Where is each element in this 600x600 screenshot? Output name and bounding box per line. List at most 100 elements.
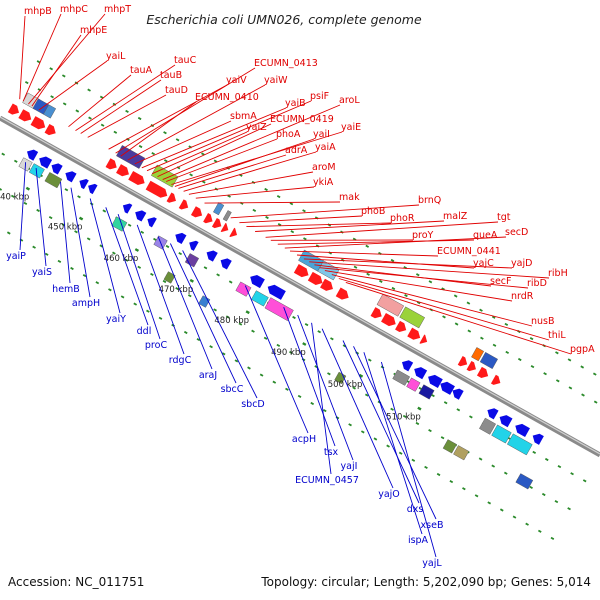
reverse-gene-arrow [135,210,147,222]
gene-leader-line [80,79,162,134]
tick-mark [44,252,49,256]
tick-mark [327,372,331,376]
forward-gene-arrow [30,116,46,130]
reverse-gene-label: ampH [72,298,100,309]
forward-gene-label: adrA [285,145,308,156]
tick-mark [532,450,537,454]
forward-gene-label: yaiL [106,51,126,62]
gene-leader-line [146,100,312,172]
forward-gene-label: tauC [174,55,197,66]
gene-leader-line [195,186,315,199]
tick-mark [252,208,257,212]
tick-mark [247,366,251,370]
tick-mark [304,323,309,327]
gene-leader-line [120,101,197,157]
gene-leader-line [19,15,26,100]
reverse-gene-label: yajL [422,558,442,569]
forward-gene-label: queA [473,230,498,241]
gene-leader-line [19,162,27,251]
tick-mark [499,508,504,512]
tick-mark [328,251,333,255]
feature-box [376,293,405,317]
gene-leader-line [68,74,132,128]
tick-mark [158,316,163,320]
tick-mark [453,294,458,298]
forward-gene-label: phoB [361,206,385,217]
tick-mark [525,522,529,526]
feature-box [442,439,457,454]
tick-mark [82,274,87,278]
forward-gene-arrow [307,271,323,285]
forward-gene-label: yaiE [341,122,361,133]
forward-gene-label: yaiA [315,142,336,153]
forward-gene-arrow [381,312,396,327]
gene-leader-line [324,270,513,302]
gene-leader-line [338,278,550,341]
feature-box [150,164,179,188]
tick-mark [70,266,74,271]
gene-leader-line [188,171,314,195]
feature-box [506,433,533,456]
forward-gene-label: pgpA [570,344,595,355]
reverse-gene-arrow [79,178,89,190]
forward-gene-arrow [7,103,20,115]
tick-mark [95,281,100,285]
reverse-gene-label: tsx [324,447,339,458]
reverse-gene-arrow [220,258,232,270]
reverse-gene-label: ispA [408,535,429,546]
tick-mark [6,231,11,235]
tick-mark [544,457,549,462]
tick-mark [125,109,129,113]
gene-leader-line [166,138,278,182]
reverse-gene-label: yaiP [6,251,26,262]
gene-leader-line [311,322,332,475]
gene-leader-line [35,168,47,267]
gene-leader-line [380,361,437,558]
forward-gene-arrow [293,264,309,278]
reverse-gene-labels: yaiPyaiShemBampHyaiYddlproCrdgCaraJsbcCs… [6,162,443,569]
tick-mark [213,308,217,312]
forward-gene-arrow [370,307,382,319]
tick-mark [74,230,78,234]
reverse-gene-arrow [440,381,455,395]
kbp-label: 480 kbp [214,316,249,326]
tick-mark [112,102,117,106]
tick-mark [140,230,145,234]
tick-mark [263,336,268,340]
feature-box [28,163,45,179]
gene-leader-line [182,250,258,399]
feature-box [235,281,252,297]
reverse-gene-arrow [452,388,464,400]
tick-mark [99,244,104,248]
tick-mark [289,202,294,206]
kbp-tick [189,278,194,283]
feature-box [453,445,470,461]
forward-gene-arrow [229,227,238,237]
tick-mark [187,294,192,298]
tick-mark [567,507,571,511]
gene-leader-line [134,120,232,165]
forward-gene-label: thiL [548,330,566,341]
tick-mark [581,393,585,397]
tick-mark [138,144,143,149]
gene-leader-line [89,198,121,314]
forward-gene-arrow [145,180,168,198]
genome-backbone [0,115,600,458]
tick-mark [443,401,448,405]
forward-gene-arrow [220,222,229,233]
tick-mark [272,380,277,384]
forward-gene-arrow [407,327,421,340]
forward-gene-label: mhpE [80,25,107,36]
feature-box [418,384,435,400]
tick-mark [57,259,62,263]
forward-gene-label: mhpC [60,4,88,15]
forward-gene-arrow [203,213,213,224]
forward-gene-label: psiF [310,91,329,102]
forward-gene-arrow [419,334,428,344]
forward-gene-label: ECUMN_0413 [254,58,318,69]
tick-mark [580,365,585,369]
tick-mark [13,159,18,163]
gene-leader-line [277,239,475,245]
tick-mark [479,308,483,312]
tick-mark [50,95,54,99]
